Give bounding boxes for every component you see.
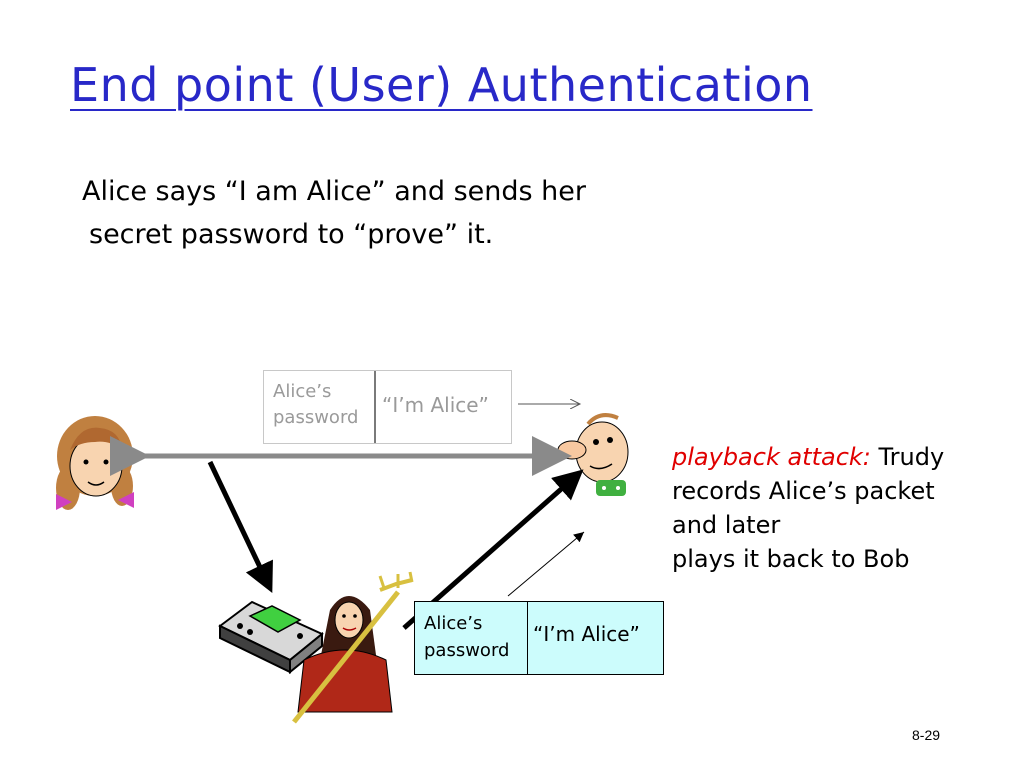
attack-line-2: records Alice’s packet [672,477,935,505]
slide-subtitle: Alice says “I am Alice” and sends her se… [82,170,586,256]
alice-icon [56,416,134,510]
attack-line-1-rest: Trudy [870,443,945,471]
faded-password-cell: Alice’s password [264,371,376,443]
attack-line-4: plays it back to Bob [672,545,910,573]
subtitle-line-2: secret password to “prove” it. [89,219,494,250]
replayed-message-packet: Alice’s password “I’m Alice” [414,601,664,675]
record-arrow [207,460,273,594]
replayed-message-arrow [507,531,585,597]
attack-description: playback attack: Trudy records Alice’s p… [672,440,944,576]
subtitle-line-1: Alice says “I am Alice” and sends her [82,176,586,207]
attack-line-1: playback attack: Trudy [672,440,944,474]
bob-icon [557,413,629,496]
attack-line-3: and later [672,511,781,539]
attack-label: playback attack: [672,443,871,471]
replayed-claim-cell: “I’m Alice” [533,622,640,646]
replayed-password-cell: Alice’s password [415,602,528,674]
faded-claim-cell: “I’m Alice” [382,393,489,417]
trudy-icon [292,571,414,724]
recorder-icon [218,600,324,675]
page-number: 8-29 [912,727,941,743]
faded-message-packet: Alice’s password “I’m Alice” [263,370,512,444]
slide-title: End point (User) Authentication [70,58,813,112]
